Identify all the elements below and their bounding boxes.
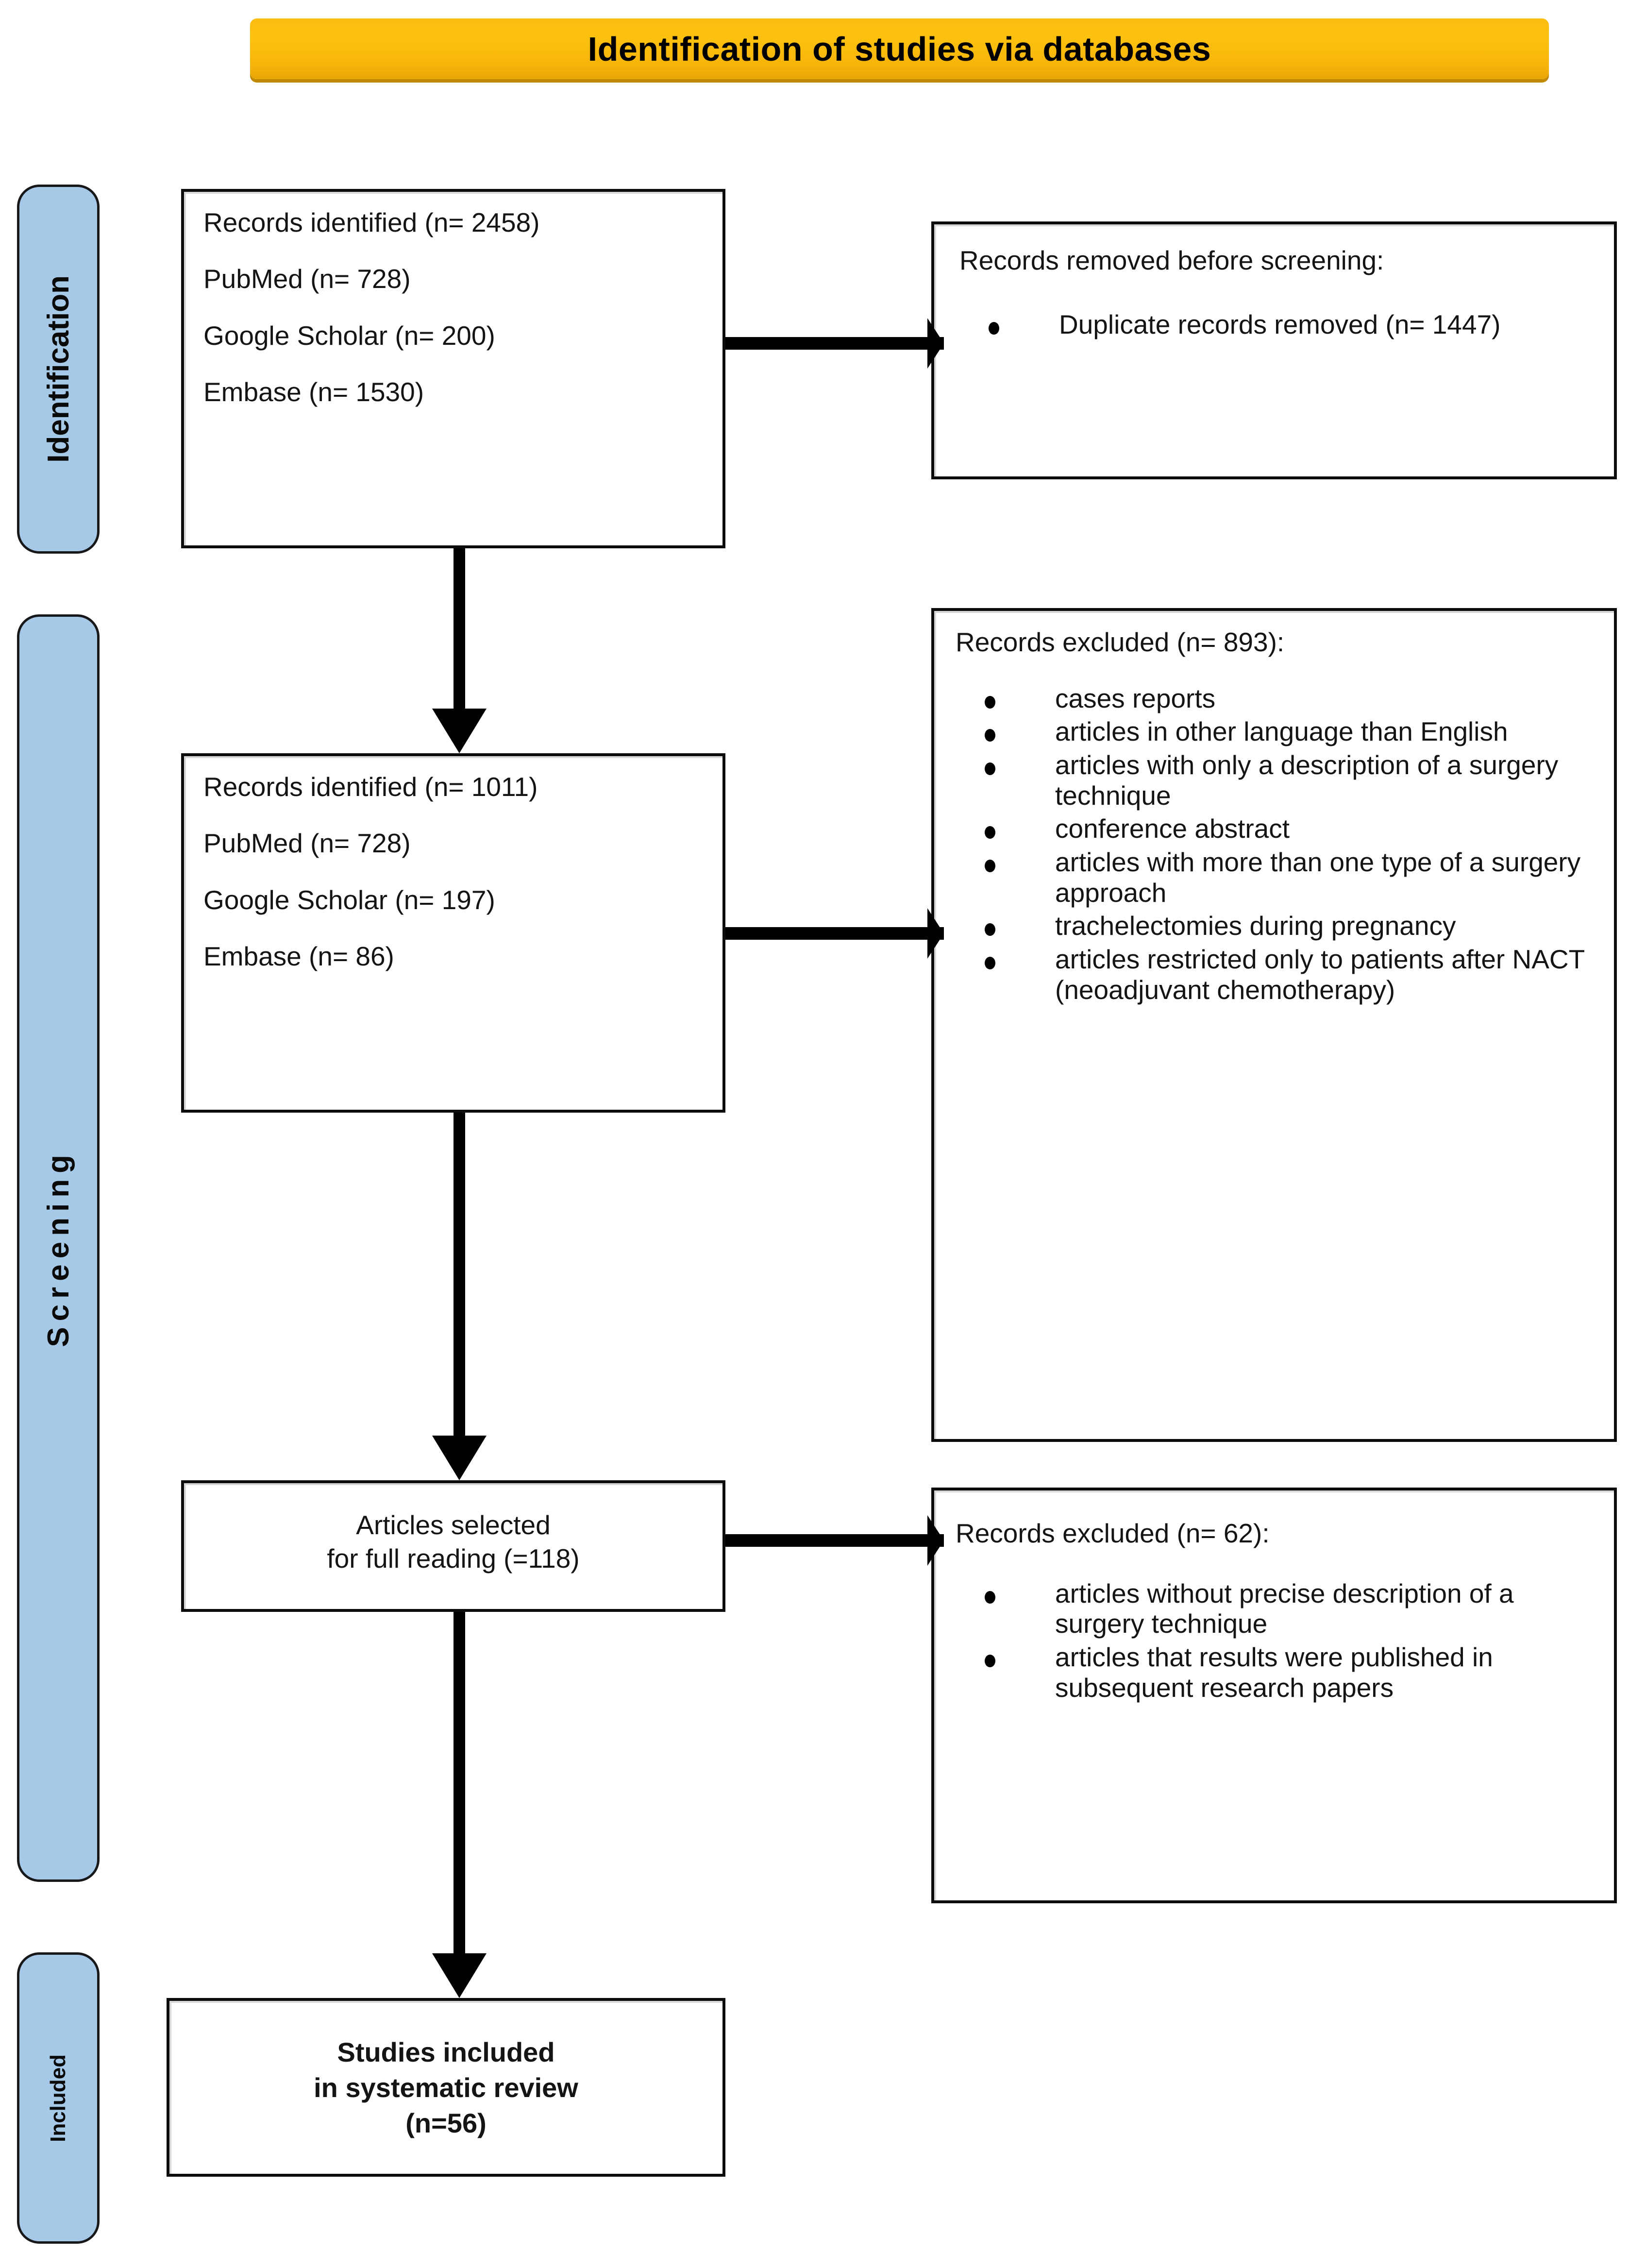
studies-included-line-2: in systematic review: [314, 2072, 578, 2103]
records-identified-total: Records identified (n= 2458): [203, 207, 540, 237]
records-screened-total: Records identified (n= 1011): [203, 772, 538, 802]
box-records-identified: Records identified (n= 2458) PubMed (n= …: [181, 189, 725, 548]
box-studies-included: Studies included in systematic review (n…: [167, 1998, 725, 2177]
box-records-identified-content: Records identified (n= 2458) PubMed (n= …: [184, 192, 722, 545]
stage-rail-included: Included: [17, 1952, 100, 2244]
list-item: cases reports: [956, 683, 1593, 714]
list-item: articles in other language than English: [956, 716, 1593, 747]
records-excluded-62-heading: Records excluded (n= 62):: [956, 1518, 1270, 1548]
records-removed-heading: Records removed before screening:: [959, 245, 1384, 275]
arrow-head-down-icon: [432, 1953, 487, 1998]
arrow-selected-to-included: [430, 1612, 488, 1998]
box-records-excluded-62-content: Records excluded (n= 62): articles witho…: [934, 1490, 1614, 1900]
arrow-head-down-icon: [432, 1436, 487, 1480]
stage-label-identification: Identification: [41, 275, 75, 463]
arrow-shaft: [453, 548, 465, 709]
arrow-shaft: [453, 1612, 465, 1953]
box-records-excluded-893-content: Records excluded (n= 893): cases reports…: [934, 611, 1614, 1439]
box-studies-included-content: Studies included in systematic review (n…: [169, 2001, 722, 2174]
list-item: trachelectomies during pregnancy: [956, 911, 1593, 941]
records-excluded-893-list: cases reports articles in other language…: [956, 683, 1593, 1005]
list-item: articles with more than one type of a su…: [956, 847, 1593, 908]
box-records-screened-content: Records identified (n= 1011) PubMed (n= …: [184, 756, 722, 1110]
arrow-screened-to-excluded-893: [725, 908, 944, 959]
records-excluded-62-list: articles without precise description of …: [956, 1578, 1593, 1703]
box-records-removed: Records removed before screening: Duplic…: [931, 221, 1617, 479]
studies-included-line-3: (n=56): [405, 2107, 487, 2138]
records-screened-embase: Embase (n= 86): [203, 941, 394, 971]
list-item: articles that results were published in …: [956, 1642, 1593, 1703]
records-screened-google-scholar: Google Scholar (n= 197): [203, 884, 495, 915]
records-excluded-893-heading: Records excluded (n= 893):: [956, 627, 1285, 657]
arrow-identified-to-removed: [725, 318, 944, 369]
diagram-header-banner: Identification of studies via databases: [250, 18, 1549, 79]
box-records-removed-content: Records removed before screening: Duplic…: [934, 224, 1614, 476]
records-removed-list: Duplicate records removed (n= 1447): [959, 309, 1589, 340]
arrow-shaft: [725, 337, 944, 350]
box-articles-selected-content: Articles selected for full reading (=118…: [184, 1483, 722, 1609]
box-records-excluded-62: Records excluded (n= 62): articles witho…: [931, 1488, 1617, 1903]
list-item: conference abstract: [956, 813, 1593, 844]
list-item: articles with only a description of a su…: [956, 750, 1593, 811]
records-identified-embase: Embase (n= 1530): [203, 376, 424, 407]
box-records-screened: Records identified (n= 1011) PubMed (n= …: [181, 753, 725, 1113]
arrow-shaft: [725, 1534, 944, 1547]
banner-title: Identification of studies via databases: [588, 30, 1211, 68]
box-articles-selected: Articles selected for full reading (=118…: [181, 1480, 725, 1612]
arrow-head-right-icon: [927, 318, 944, 369]
records-screened-pubmed: PubMed (n= 728): [203, 828, 411, 859]
stage-label-screening: Screening: [41, 1149, 75, 1347]
stage-label-included: Included: [46, 2054, 70, 2142]
arrow-screened-to-selected: [430, 1113, 488, 1480]
stage-rail-identification: Identification: [17, 185, 100, 554]
stage-rail-screening: Screening: [17, 614, 100, 1882]
records-identified-pubmed: PubMed (n= 728): [203, 264, 411, 294]
arrow-shaft: [725, 927, 944, 940]
box-records-excluded-893: Records excluded (n= 893): cases reports…: [931, 608, 1617, 1442]
arrow-head-right-icon: [927, 1515, 944, 1566]
arrow-identified-to-screened: [430, 548, 488, 753]
list-item: articles restricted only to patients aft…: [956, 944, 1593, 1005]
arrow-selected-to-excluded-62: [725, 1515, 944, 1566]
studies-included-line-1: Studies included: [337, 2037, 555, 2067]
list-item: articles without precise description of …: [956, 1578, 1593, 1639]
articles-selected-line-1: Articles selected: [356, 1510, 551, 1540]
list-item: Duplicate records removed (n= 1447): [959, 309, 1589, 340]
arrow-head-right-icon: [927, 908, 944, 959]
arrow-shaft: [453, 1113, 465, 1436]
records-identified-google-scholar: Google Scholar (n= 200): [203, 320, 495, 351]
arrow-head-down-icon: [432, 709, 487, 753]
articles-selected-line-2: for full reading (=118): [327, 1543, 580, 1574]
